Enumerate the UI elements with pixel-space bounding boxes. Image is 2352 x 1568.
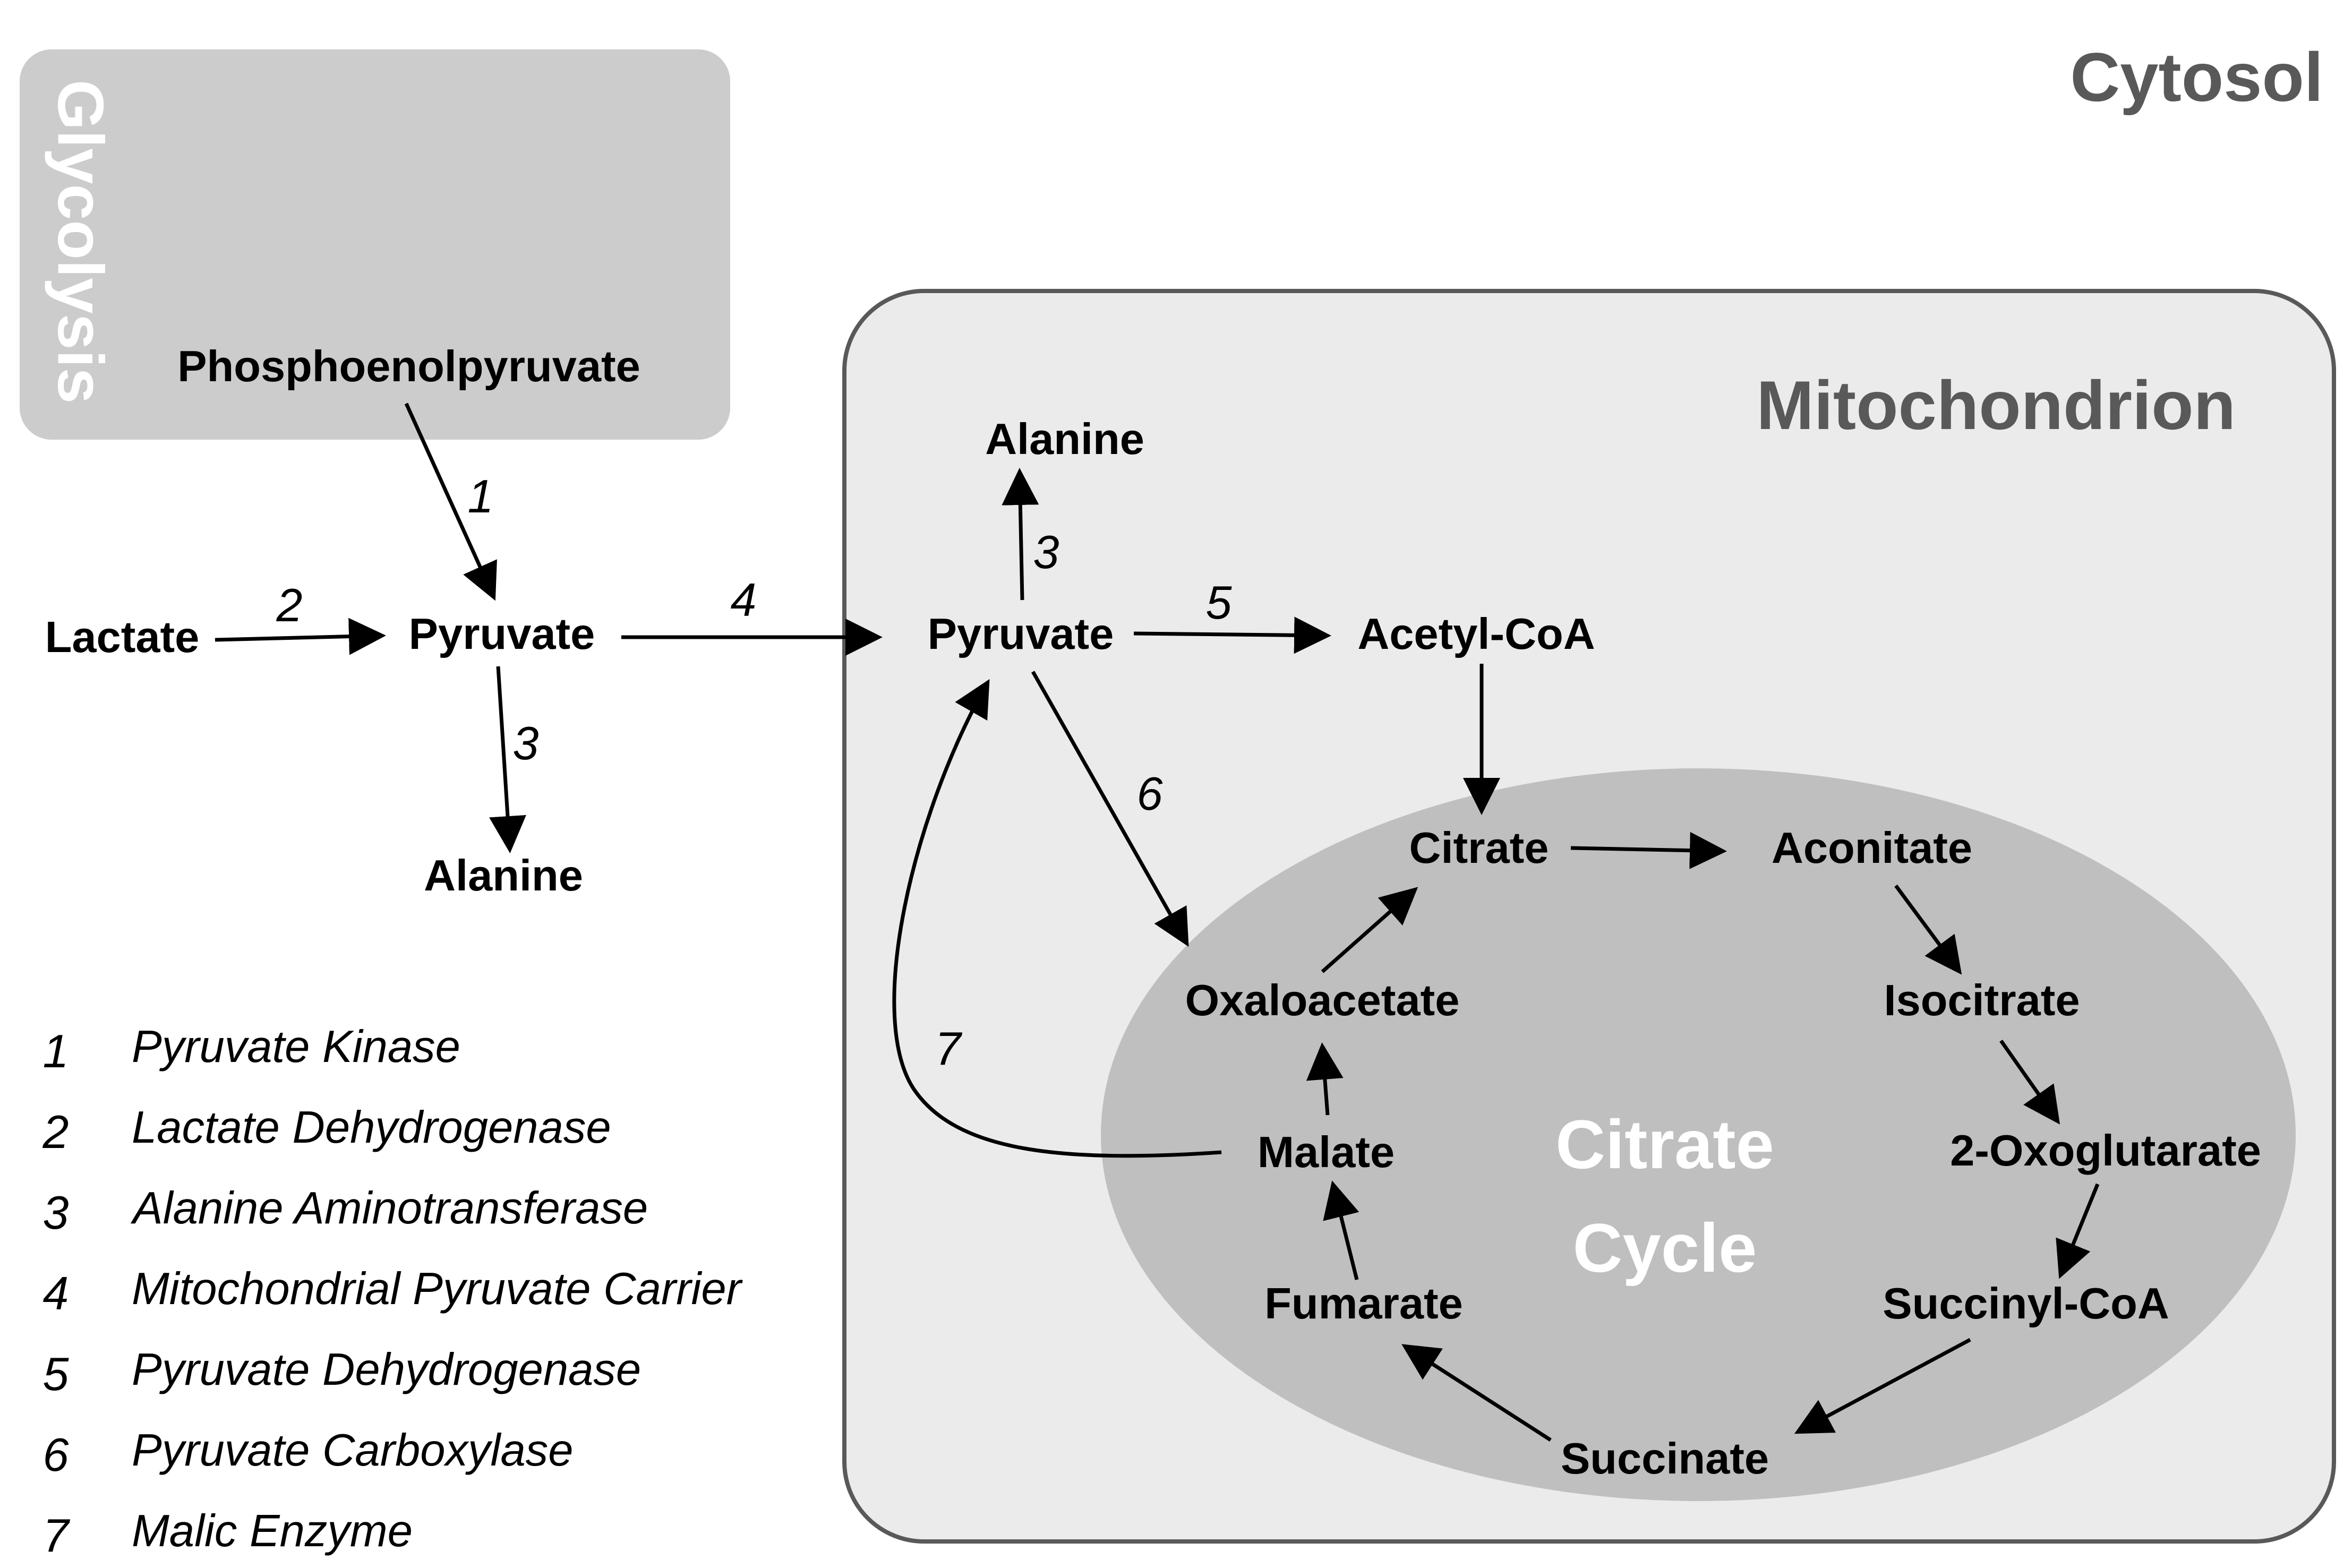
legend-num-4: 4 bbox=[43, 1267, 69, 1319]
arrow-pyruvate-to-alanine-mito bbox=[1002, 468, 1039, 601]
label-fumarate: Fumarate bbox=[1264, 1279, 1463, 1328]
glycolysis-title: Glycolysis bbox=[45, 80, 117, 404]
label-alanine-cytosol: Alanine bbox=[424, 851, 583, 900]
legend-text-3: Alanine Aminotransferase bbox=[130, 1183, 648, 1233]
arrow-isocitrate-to-oxoglutarate bbox=[1999, 1039, 2060, 1125]
label-pyruvate-cytosol: Pyruvate bbox=[409, 609, 595, 658]
reaction-number-6: 6 bbox=[1137, 767, 1163, 820]
label-phosphoenolpyruvate: Phosphoenolpyruvate bbox=[177, 341, 640, 391]
reaction-number-2: 2 bbox=[276, 579, 303, 631]
arrow-succinate-to-fumarate bbox=[1401, 1344, 1552, 1442]
legend-text-4: Mitochondrial Pyruvate Carrier bbox=[132, 1264, 743, 1314]
legend-text-7: Malic Enzyme bbox=[132, 1506, 413, 1556]
reaction-numbers: 1 2 3 4 3 5 6 7 bbox=[276, 470, 1233, 1075]
label-succinate: Succinate bbox=[1561, 1434, 1769, 1483]
arrow-pyruvate-to-alanine-cyto bbox=[489, 666, 526, 853]
arrows bbox=[215, 402, 2100, 1442]
legend-text-6: Pyruvate Carboxylase bbox=[132, 1425, 574, 1476]
legend-num-7: 7 bbox=[43, 1509, 71, 1562]
reaction-number-7: 7 bbox=[935, 1022, 963, 1075]
reaction-number-3-cytosol: 3 bbox=[513, 717, 539, 769]
label-2-oxoglutarate: 2-Oxoglutarate bbox=[1950, 1126, 2261, 1175]
legend-num-5: 5 bbox=[43, 1348, 70, 1400]
citrate-cycle-ellipse bbox=[1101, 768, 2296, 1501]
label-aconitate: Aconitate bbox=[1772, 823, 1972, 872]
arrow-pyruvate-to-oxaloacetate bbox=[1031, 671, 1189, 947]
arrow-pep-to-pyruvate bbox=[404, 402, 497, 601]
arrow-oxoglutarate-to-succinylcoa bbox=[2056, 1183, 2100, 1279]
label-lactate: Lactate bbox=[45, 612, 200, 662]
label-isocitrate: Isocitrate bbox=[1884, 975, 2080, 1025]
label-oxaloacetate: Oxaloacetate bbox=[1185, 975, 1460, 1025]
reaction-number-1: 1 bbox=[468, 470, 494, 522]
mitochondrion-title: Mitochondrion bbox=[1756, 366, 2236, 444]
citrate-cycle-title-line1: Citrate bbox=[1555, 1106, 1774, 1183]
glycolysis-box bbox=[20, 49, 730, 440]
legend-num-3: 3 bbox=[43, 1186, 69, 1239]
legend-num-1: 1 bbox=[43, 1025, 69, 1077]
arrow-fumarate-to-malate bbox=[1323, 1180, 1359, 1280]
label-pyruvate-mito: Pyruvate bbox=[928, 609, 1114, 658]
label-citrate: Citrate bbox=[1409, 823, 1549, 872]
arrow-malate-to-pyruvate bbox=[892, 679, 1222, 1158]
legend-text-5: Pyruvate Dehydrogenase bbox=[132, 1344, 641, 1395]
reaction-number-4: 4 bbox=[731, 573, 757, 626]
legend-num-2: 2 bbox=[42, 1106, 69, 1158]
arrow-malate-to-oxaloacetate bbox=[1306, 1042, 1344, 1116]
legend-text-1: Pyruvate Kinase bbox=[132, 1022, 460, 1072]
metabolite-labels: Phosphoenolpyruvate Lactate Pyruvate Ala… bbox=[45, 341, 2261, 1483]
label-alanine-mito: Alanine bbox=[985, 414, 1144, 464]
label-acetyl-coa: Acetyl-CoA bbox=[1357, 609, 1595, 658]
label-succinyl-coa: Succinyl-CoA bbox=[1883, 1279, 2169, 1328]
arrow-aconitate-to-isocitrate bbox=[1894, 884, 1962, 975]
cytosol-title: Cytosol bbox=[2070, 38, 2323, 116]
arrow-citrate-to-aconitate bbox=[1570, 832, 1727, 869]
legend-text-2: Lactate Dehydrogenase bbox=[132, 1102, 611, 1153]
citrate-cycle-title-line2: Cycle bbox=[1573, 1209, 1757, 1287]
arrow-succinylcoa-to-succinate bbox=[1794, 1338, 1971, 1434]
label-malate: Malate bbox=[1258, 1127, 1395, 1177]
arrow-pyruvate-to-acetylcoa bbox=[1133, 616, 1331, 654]
reaction-number-3-mito: 3 bbox=[1033, 526, 1059, 578]
legend: 1 Pyruvate Kinase 2 Lactate Dehydrogenas… bbox=[42, 1022, 743, 1562]
reaction-number-5: 5 bbox=[1206, 576, 1233, 629]
arrow-lactate-to-pyruvate bbox=[215, 618, 386, 655]
legend-num-6: 6 bbox=[43, 1428, 69, 1481]
arrow-oxaloacetate-to-citrate bbox=[1321, 887, 1418, 973]
